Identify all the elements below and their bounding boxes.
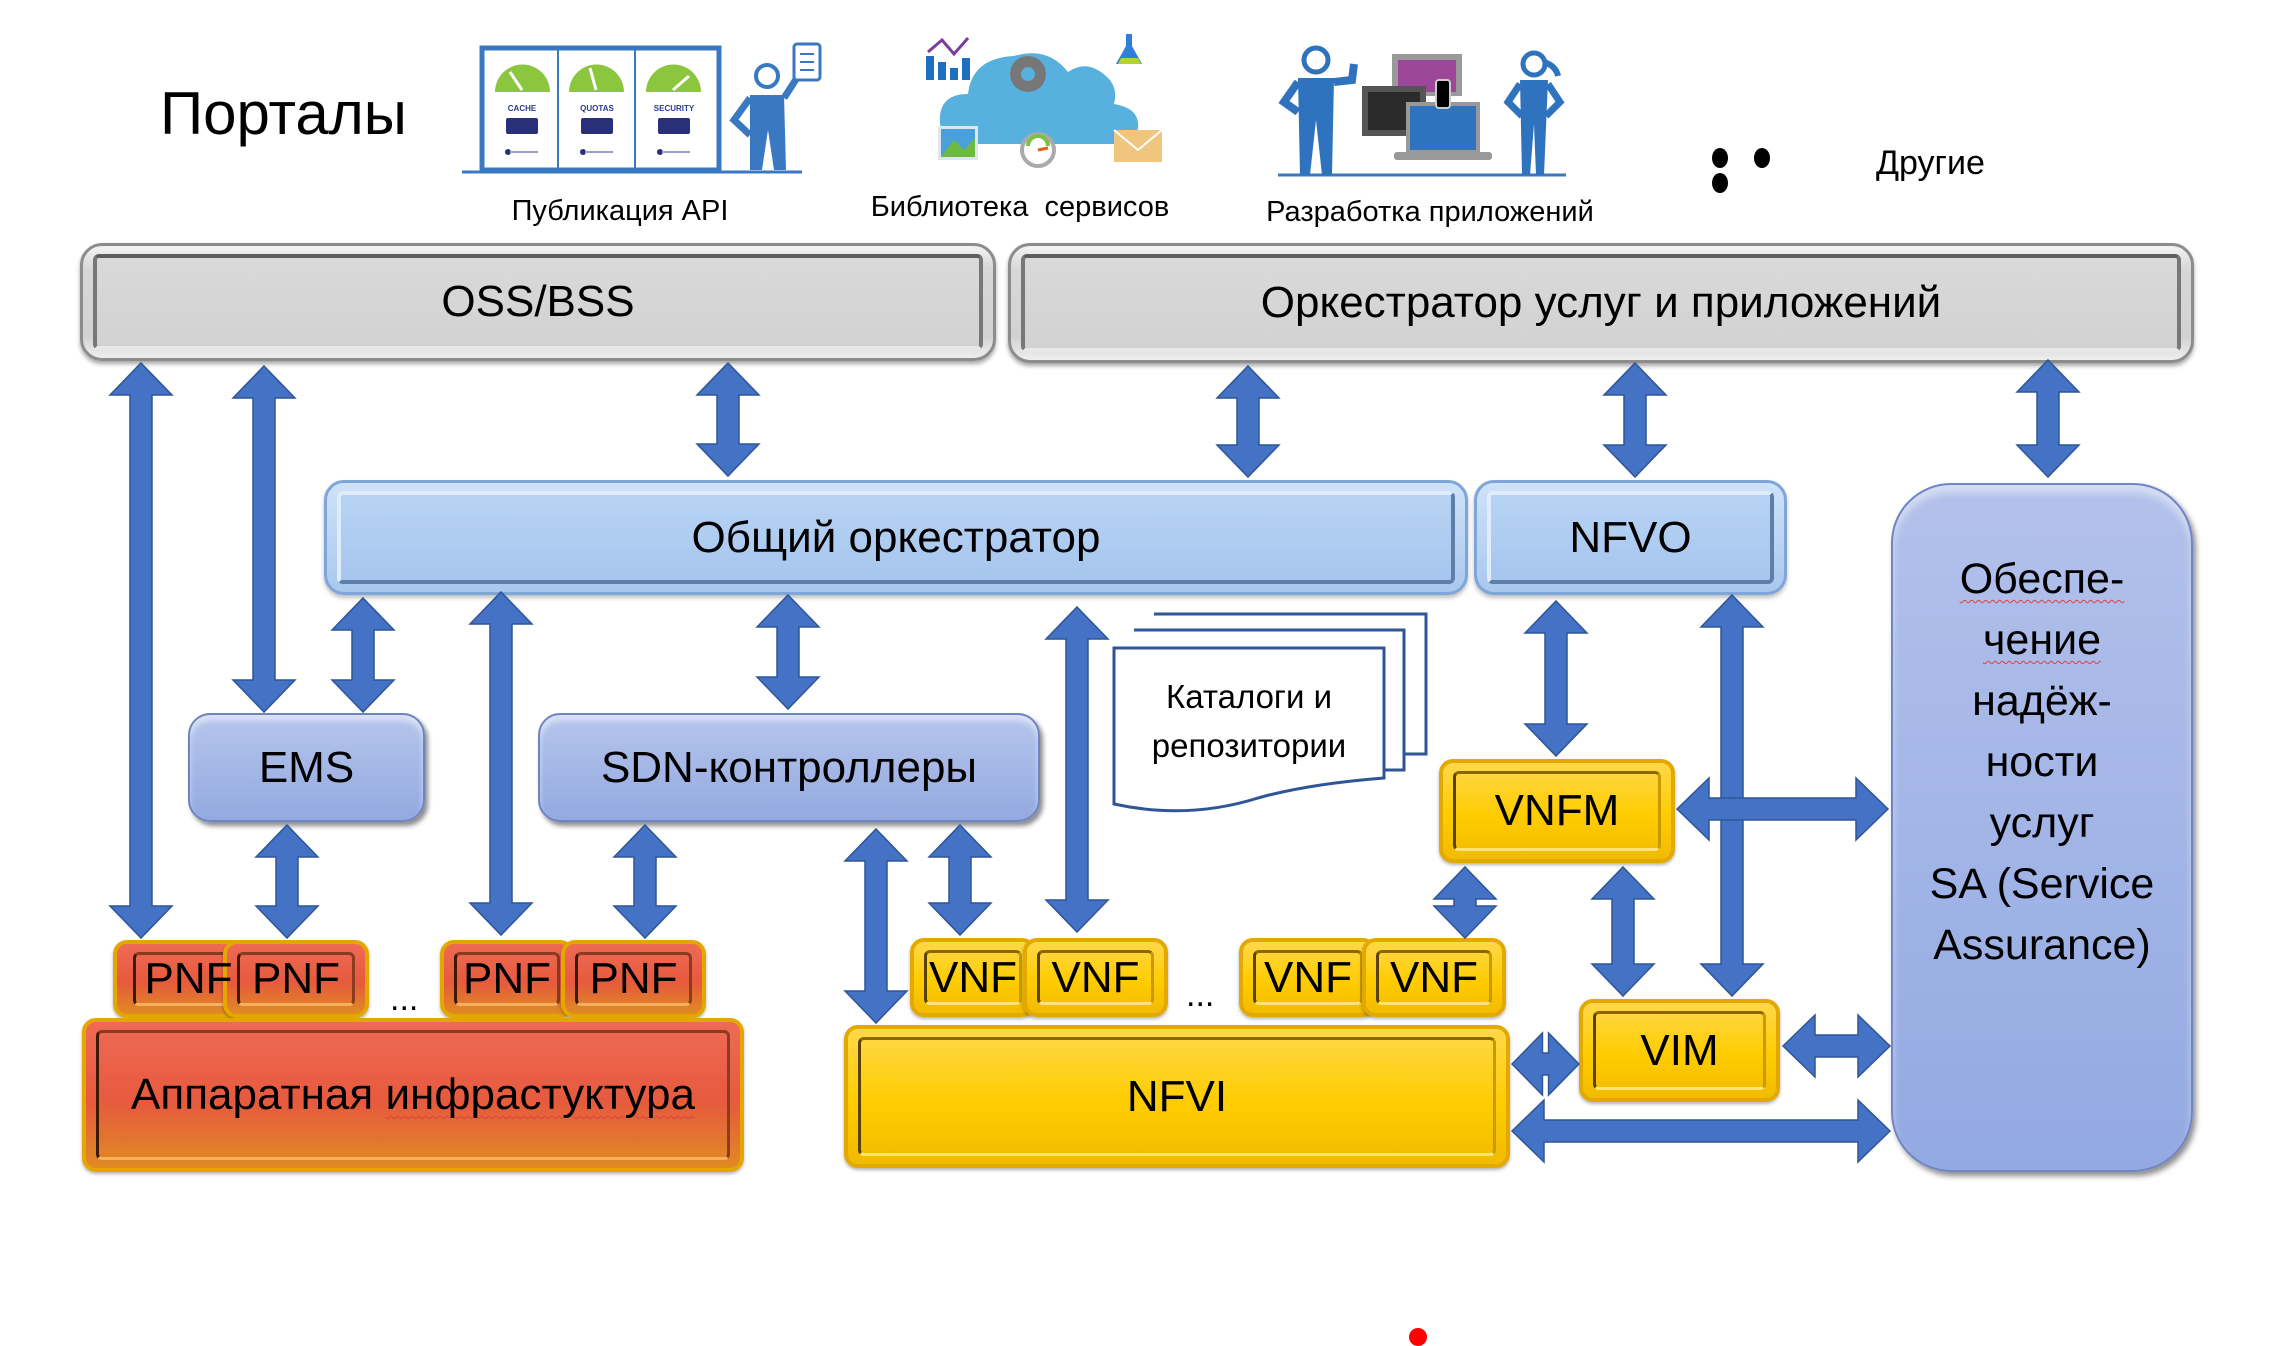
- pnf-label-1: PNF: [144, 954, 233, 1003]
- more-dots-icon: [1712, 148, 1832, 193]
- pnf-box-4[interactable]: PNF: [561, 940, 706, 1018]
- nfvi-box[interactable]: NFVI: [844, 1025, 1510, 1168]
- arrow-oss-to-pnf1: [108, 361, 174, 940]
- portal-label-api[interactable]: Публикация API: [511, 195, 729, 227]
- pnf-label-2: PNF: [252, 954, 340, 1003]
- oss-bss-box[interactable]: OSS/BSS: [80, 243, 996, 361]
- sa-line-1: Обеспе-: [1959, 555, 2125, 603]
- sa-line-7: Assurance): [1933, 921, 2151, 969]
- vnf-box-1[interactable]: VNF: [910, 938, 1036, 1017]
- sdn-controllers-label: SDN-контроллеры: [600, 742, 978, 792]
- vnf-label-2: VNF: [1051, 952, 1140, 1002]
- gauge-label-security: SECURITY: [654, 104, 695, 113]
- arrow-oss-to-ems: [231, 364, 297, 714]
- arrow-common-orch-to-pnf3: [468, 590, 534, 937]
- vnf-box-4[interactable]: VNF: [1362, 938, 1506, 1017]
- pnf-label-4: PNF: [589, 954, 678, 1003]
- oss-bss-label: OSS/BSS: [441, 277, 635, 326]
- sa-line-2: чение: [1983, 616, 2101, 664]
- service-orchestrator-label: Оркестратор услуг и приложений: [1260, 278, 1942, 327]
- arrow-sdn-to-vnf1: [927, 823, 993, 937]
- common-orchestrator-label: Общий оркестратор: [691, 512, 1101, 562]
- portals-title: Порталы: [160, 80, 407, 147]
- arrow-sdn-to-nfvi: [843, 827, 909, 1025]
- hardware-infrastructure-box[interactable]: Аппаратная инфрастуктура: [82, 1018, 744, 1172]
- arrow-service-orch-to-sa: [2015, 358, 2081, 479]
- arrow-nfvo-to-vim: [1699, 593, 1765, 998]
- arrow-common-orch-to-sdn: [755, 593, 821, 711]
- arrow-vnfm-to-vnf4: [1432, 865, 1498, 940]
- sa-line-4: ности: [1985, 738, 2099, 786]
- gauge-label-quotas: QUOTAS: [580, 104, 614, 113]
- portal-label-appdev[interactable]: Разработка приложений: [1266, 196, 1594, 228]
- arrow-nfvi-to-sa: [1510, 1098, 1892, 1164]
- service-orchestrator-box[interactable]: Оркестратор услуг и приложений: [1008, 243, 2194, 363]
- arrow-nfvi-to-vim: [1510, 1031, 1581, 1097]
- ems-box[interactable]: EMS: [188, 713, 425, 822]
- sa-line-6: SA (Service: [1929, 860, 2155, 908]
- portal-label-others[interactable]: Другие: [1876, 144, 1985, 182]
- service-assurance-box[interactable]: Обеспе- чение надёж- ности услуг SA (Ser…: [1891, 483, 2193, 1172]
- hardware-infrastructure-label: Аппаратная инфрастуктура: [131, 1070, 695, 1120]
- arrow-common-orch-to-vnf2: [1044, 605, 1110, 934]
- vnf-label-3: VNF: [1264, 952, 1352, 1002]
- api-dashboard-icon[interactable]: CACHE QUOTAS SECURITY: [462, 40, 832, 180]
- sa-line-5: услуг: [1989, 799, 2095, 847]
- arrow-vim-to-sa: [1781, 1013, 1892, 1079]
- catalogs-label-line-1: Каталоги и: [1166, 678, 1332, 715]
- red-marker-dot: [1409, 1328, 1427, 1346]
- ems-label: EMS: [258, 742, 355, 792]
- app-development-icon[interactable]: [1276, 40, 1596, 180]
- pnf-box-2[interactable]: PNF: [223, 940, 369, 1018]
- vnf-ellipsis: ...: [1186, 976, 1215, 1014]
- arrow-sdn-to-pnf4: [612, 823, 678, 940]
- arrow-vnfm-to-vim: [1590, 865, 1656, 998]
- pnf-box-3[interactable]: PNF: [440, 940, 574, 1018]
- vnfm-label: VNFM: [1494, 786, 1620, 835]
- pnf-label-3: PNF: [463, 954, 551, 1003]
- vnf-label-4: VNF: [1390, 952, 1478, 1002]
- cloud-services-icon[interactable]: [918, 28, 1178, 168]
- gauge-label-cache: CACHE: [508, 104, 537, 113]
- vim-box[interactable]: VIM: [1579, 999, 1780, 1102]
- arrow-service-orch-to-nfvo: [1602, 361, 1668, 479]
- hardware-label-misspelled: инфрастуктура: [385, 1070, 695, 1119]
- vim-label: VIM: [1640, 1025, 1719, 1075]
- sa-line-3: надёж-: [1972, 677, 2112, 725]
- nfvo-label: NFVO: [1569, 512, 1692, 562]
- catalogs-repositories-shape[interactable]: Каталоги и репозитории: [1108, 608, 1433, 818]
- pnf-ellipsis: ...: [390, 980, 419, 1018]
- arrow-ems-to-pnf2: [254, 823, 320, 940]
- nfvo-box[interactable]: NFVO: [1474, 480, 1787, 595]
- catalogs-label-line-2: репозитории: [1151, 727, 1347, 764]
- vnf-label-1: VNF: [929, 952, 1017, 1002]
- hardware-label-prefix: Аппаратная: [131, 1070, 386, 1119]
- portal-label-library[interactable]: Библиотека сервисов: [870, 191, 1170, 223]
- vnfm-box[interactable]: VNFM: [1439, 759, 1675, 863]
- vnf-box-3[interactable]: VNF: [1239, 938, 1377, 1017]
- arrow-service-orch-to-common-orch: [1215, 364, 1281, 479]
- common-orchestrator-box[interactable]: Общий оркестратор: [324, 480, 1468, 595]
- sdn-controllers-box[interactable]: SDN-контроллеры: [538, 713, 1040, 822]
- arrow-vnfm-to-sa: [1675, 776, 1890, 842]
- arrow-common-orch-to-ems: [330, 596, 396, 714]
- arrow-oss-to-common-orch: [695, 361, 761, 478]
- vnf-box-2[interactable]: VNF: [1023, 938, 1168, 1017]
- nfvi-label: NFVI: [1126, 1071, 1228, 1121]
- arrow-nfvo-to-vnfm: [1523, 599, 1589, 758]
